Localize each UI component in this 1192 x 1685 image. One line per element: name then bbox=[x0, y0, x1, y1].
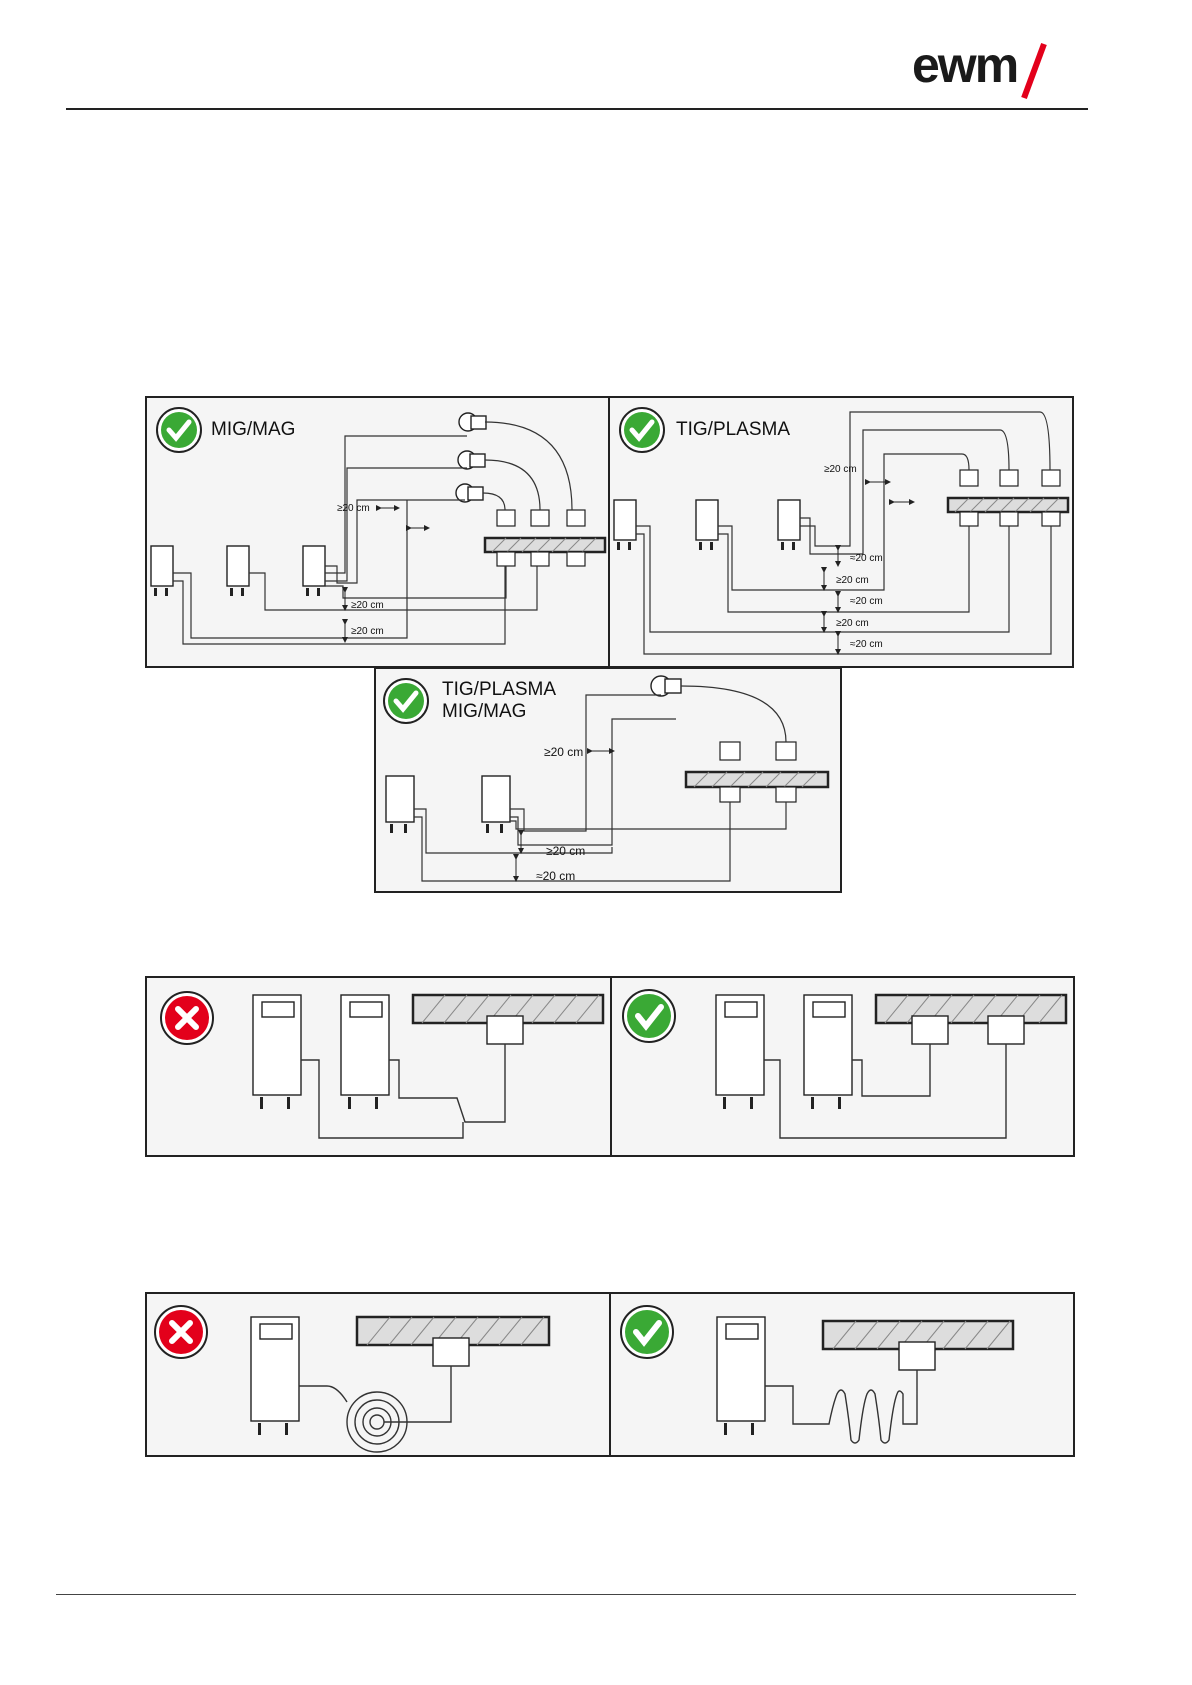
cross-icon bbox=[161, 992, 213, 1044]
distance-label: ≥20 cm bbox=[337, 503, 370, 514]
panel-mig-mag: MIG/MAG ≥20 cm ≥20 cm ≥20 cm bbox=[145, 396, 610, 668]
panel-separate-return-correct bbox=[610, 976, 1075, 1157]
distance-label: ≥20 cm bbox=[836, 618, 869, 629]
distance-label: ≥20 cm bbox=[351, 600, 384, 611]
svg-text:ewm: ewm bbox=[912, 42, 1017, 93]
check-icon bbox=[157, 408, 201, 452]
panel-title: MIG/MAG bbox=[211, 418, 295, 441]
distance-label: ≥20 cm bbox=[351, 626, 384, 637]
check-icon bbox=[623, 990, 675, 1042]
panel-tig-plasma: TIG/PLASMA ≥20 cm ≈20 cm ≥20 cm ≈20 cm ≥… bbox=[608, 396, 1074, 668]
panel-title: TIG/PLASMA bbox=[442, 678, 556, 701]
check-icon bbox=[384, 679, 428, 723]
distance-label: ≈20 cm bbox=[850, 639, 883, 650]
distance-label: ≥20 cm bbox=[546, 844, 585, 858]
ewm-logo: ewm bbox=[912, 42, 1072, 100]
panel-meander-cable-correct bbox=[609, 1292, 1075, 1457]
check-icon bbox=[620, 408, 664, 452]
cross-icon bbox=[155, 1306, 207, 1358]
panel-shared-return-wrong bbox=[145, 976, 612, 1157]
check-icon bbox=[621, 1306, 673, 1358]
panel-tig-mig-combined: TIG/PLASMA MIG/MAG ≥20 cm ≥20 cm ≈20 cm bbox=[374, 667, 842, 893]
distance-label: ≈20 cm bbox=[850, 596, 883, 607]
panel-title: MIG/MAG bbox=[442, 700, 526, 723]
distance-label: ≈20 cm bbox=[536, 869, 575, 883]
distance-label: ≥20 cm bbox=[836, 575, 869, 586]
distance-label: ≥20 cm bbox=[544, 745, 583, 759]
distance-label: ≈20 cm bbox=[850, 553, 883, 564]
distance-label: ≥20 cm bbox=[824, 464, 857, 475]
panel-coiled-cable-wrong bbox=[145, 1292, 611, 1457]
panel-title: TIG/PLASMA bbox=[676, 418, 790, 441]
header-rule bbox=[66, 108, 1088, 110]
footer-rule bbox=[56, 1594, 1076, 1595]
